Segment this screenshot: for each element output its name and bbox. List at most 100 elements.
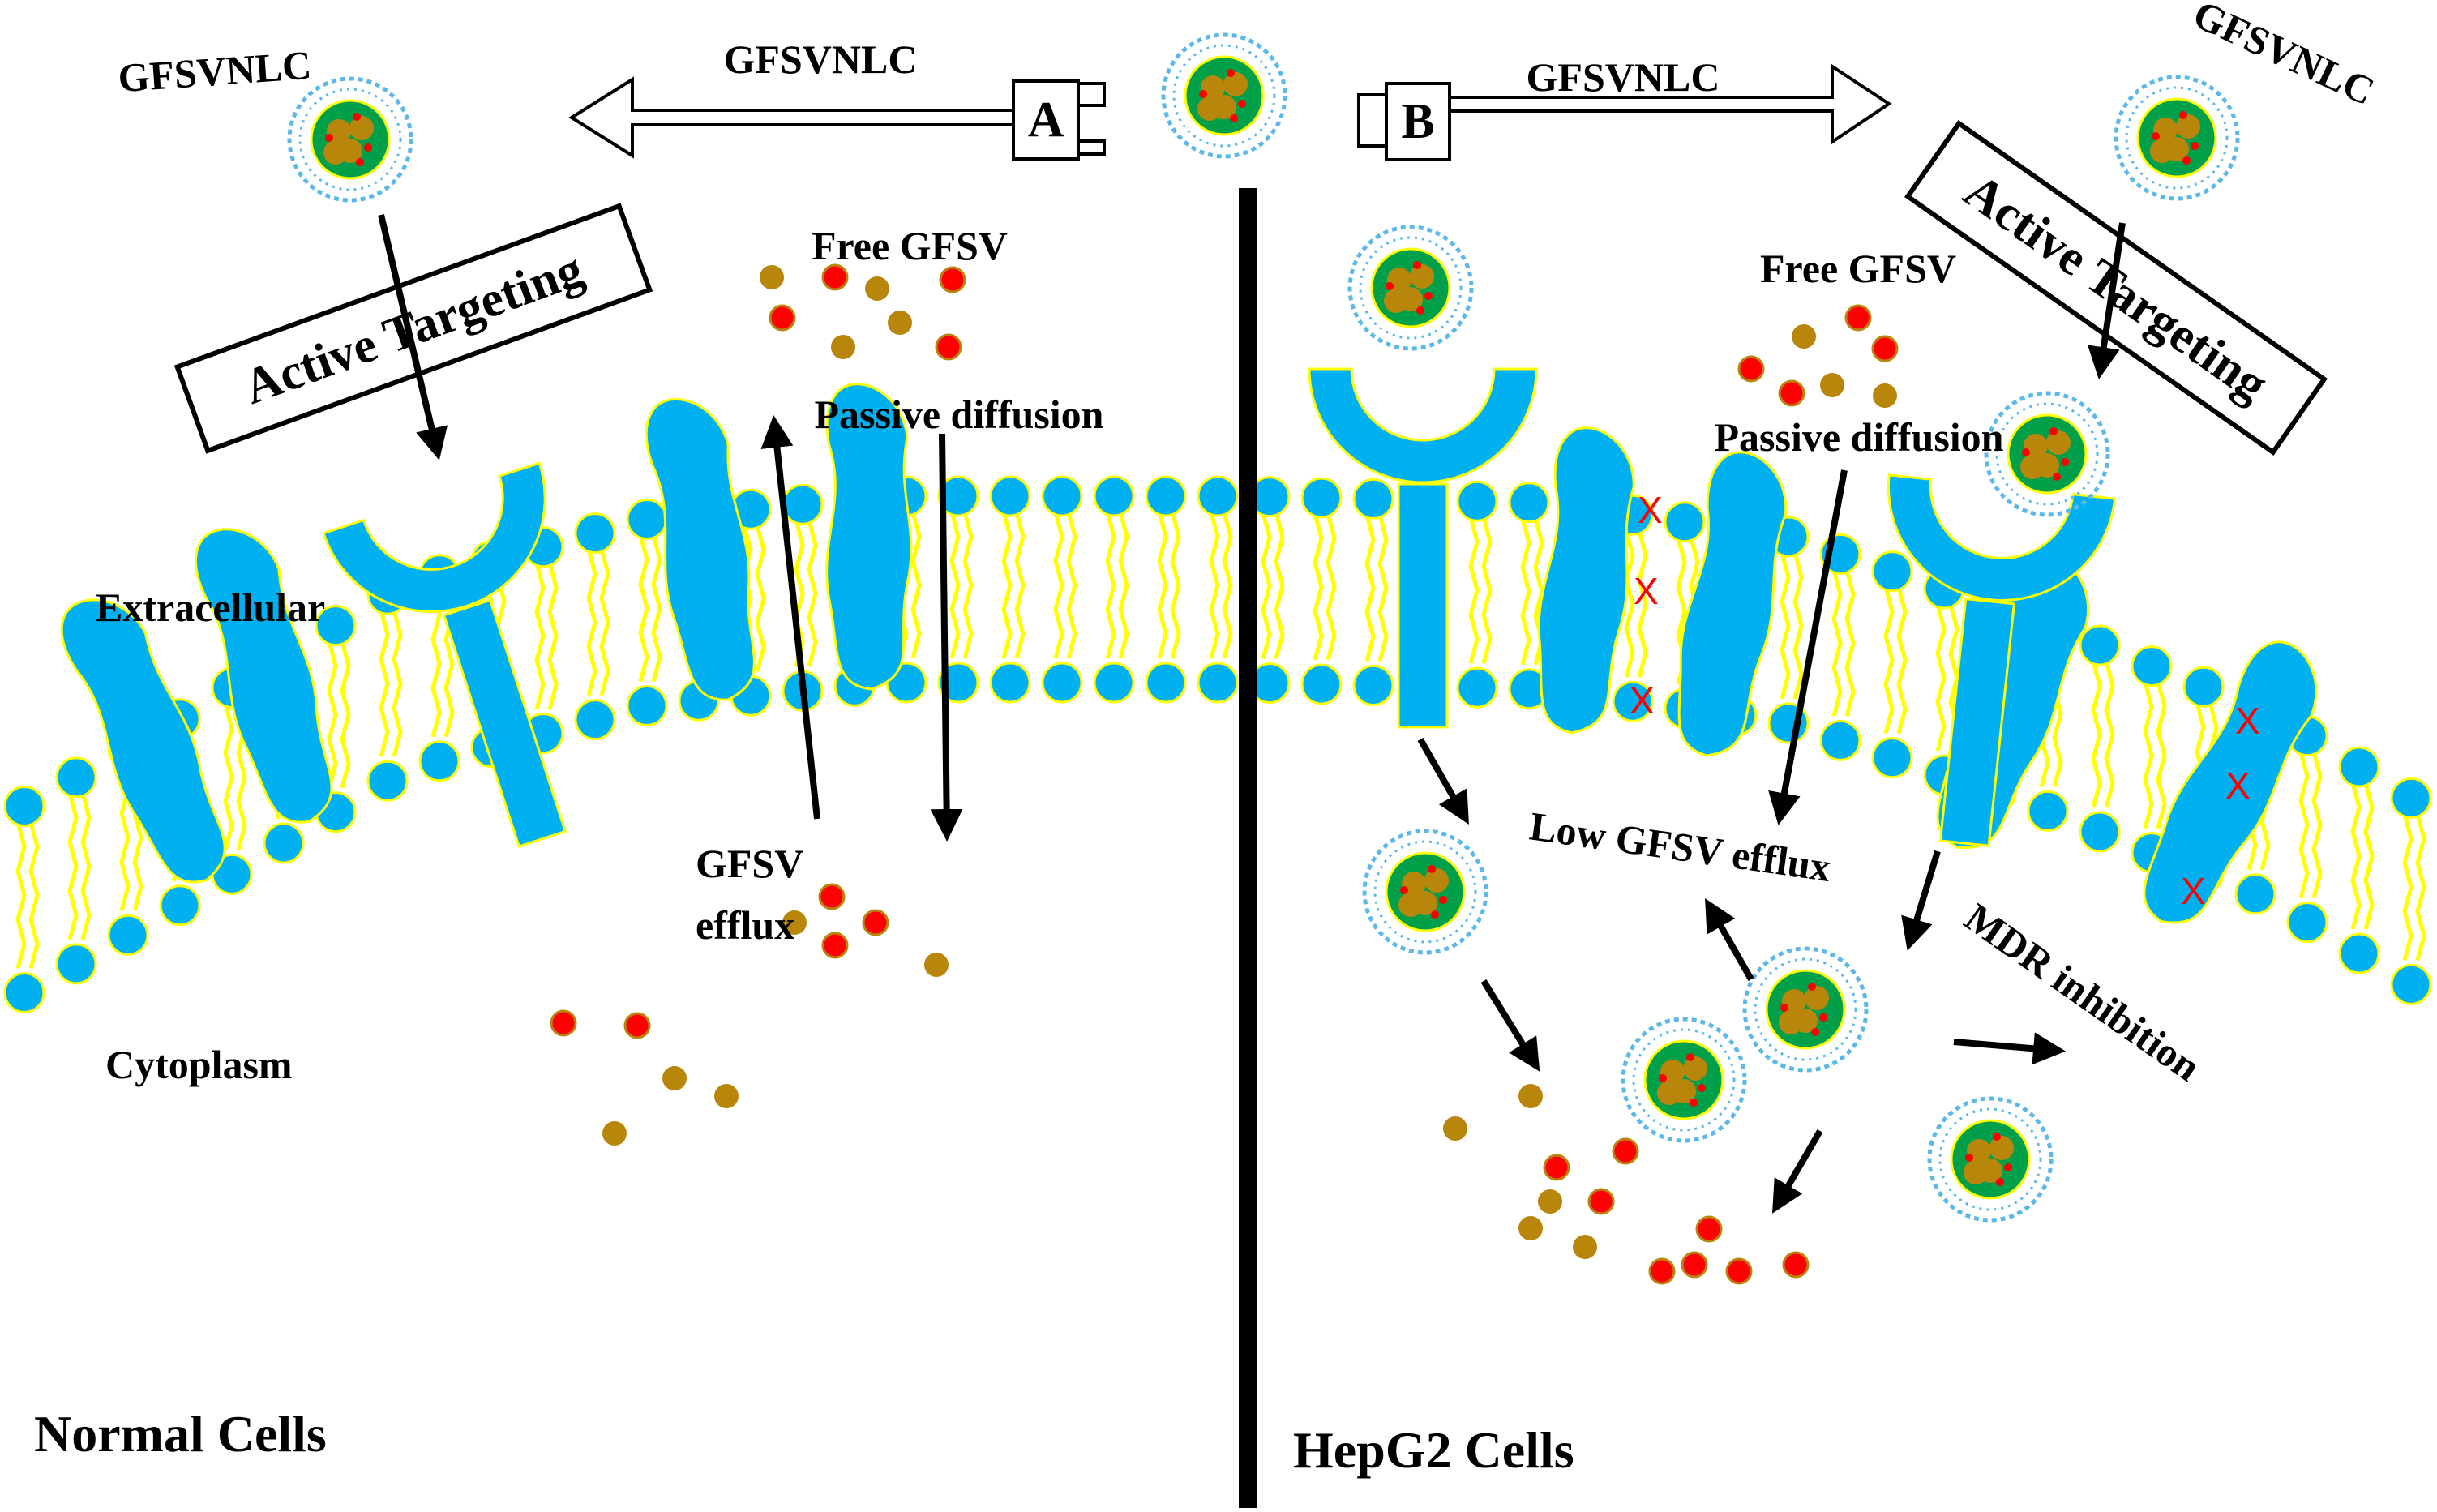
membrane-channel-protein-icon bbox=[195, 528, 333, 824]
phospholipid bbox=[1871, 550, 1913, 779]
passive-diffusion-left-label: Passive diffusion bbox=[814, 392, 1103, 437]
phospholipid bbox=[1456, 480, 1498, 709]
normal-cells-label: Normal Cells bbox=[34, 1405, 327, 1463]
panel-a-label: A bbox=[1028, 92, 1064, 148]
gfsv-drug-particle-icon bbox=[865, 276, 889, 301]
phospholipid bbox=[2286, 715, 2328, 944]
panel-a-box bbox=[1012, 79, 1080, 161]
gfsv-drug-particle-icon bbox=[939, 266, 966, 293]
gfsv-drug-particle-icon bbox=[1871, 335, 1899, 362]
gfsv-drug-particle-icon bbox=[1648, 1257, 1676, 1285]
blocked-x-mark: X bbox=[2235, 700, 2260, 742]
gfsv-drug-particle-icon bbox=[1612, 1137, 1639, 1165]
panel-b-label: B bbox=[1401, 94, 1434, 149]
membrane-channel-protein-icon bbox=[60, 598, 226, 884]
membrane-channel-protein-icon bbox=[825, 383, 913, 691]
gfsvnlc-nanoparticle-icon bbox=[1347, 225, 1474, 351]
gfsv-drug-particle-icon bbox=[662, 1066, 687, 1090]
membrane-channel-protein-icon bbox=[1537, 426, 1635, 735]
gfsv-drug-particle-icon bbox=[1778, 379, 1805, 407]
gfsvnlc-left-label: GFSVNLC bbox=[117, 42, 313, 101]
gfsv-drug-particle-icon bbox=[602, 1121, 627, 1146]
hepg2-cells-label: HepG2 Cells bbox=[1293, 1421, 1574, 1479]
active-targeting-right-label: Active Targeting bbox=[1955, 163, 2278, 413]
gfsv-drug-particle-icon bbox=[1543, 1154, 1570, 1181]
phospholipid bbox=[2131, 645, 2173, 874]
phospholipid bbox=[782, 483, 824, 712]
gfsv-drug-particle-icon bbox=[831, 335, 855, 359]
gfsv-drug-particle-icon bbox=[1820, 373, 1844, 397]
blocked-x-mark: X bbox=[1638, 489, 1663, 531]
arrow-efflux-up bbox=[760, 415, 820, 820]
gfsv-drug-particle-icon bbox=[550, 1009, 577, 1037]
membrane-channel-protein-icon bbox=[645, 398, 756, 701]
nanoparticles bbox=[287, 32, 2240, 1223]
arrow-to-mdr bbox=[1953, 1032, 2066, 1065]
efflux-label-line1: GFSV bbox=[696, 841, 803, 886]
phospholipid bbox=[626, 499, 668, 727]
phospholipid bbox=[937, 475, 979, 704]
gfsvnlc-nanoparticle-icon bbox=[1621, 1017, 1747, 1143]
arrow-low-efflux bbox=[1705, 898, 1754, 981]
gfsvnlc-nanoparticle-icon bbox=[1984, 391, 2110, 517]
gfsv-drug-particle-icon bbox=[623, 1012, 651, 1039]
gfsv-drug-particle-icon bbox=[1873, 383, 1897, 408]
gfsv-drug-particle-icon bbox=[1782, 1251, 1810, 1279]
receptors bbox=[322, 367, 2117, 848]
gfsv-drug-particle-icon bbox=[1573, 1235, 1597, 1259]
gfsvnlc-nanoparticle-icon bbox=[287, 76, 413, 203]
phospholipid bbox=[55, 756, 97, 985]
arrow-endocytosis-2 bbox=[1480, 979, 1540, 1072]
phospholipid bbox=[2338, 746, 2380, 974]
phospholipid bbox=[2390, 777, 2432, 1005]
gfsv-drug-particle-icon bbox=[1792, 324, 1816, 349]
phospholipid bbox=[1197, 475, 1239, 704]
gfsv-drug-particle-icon bbox=[1725, 1257, 1753, 1285]
efflux-label-line2: efflux bbox=[696, 902, 794, 948]
gfsvnlc-nanoparticle-icon bbox=[2114, 75, 2240, 201]
arrow-np-to-receptor-left bbox=[378, 214, 448, 460]
arrow-np-to-receptor-right bbox=[2088, 222, 2126, 379]
gfsv-drug-particle-icon bbox=[1737, 355, 1765, 383]
gfsv-drug-particle-icon bbox=[1518, 1084, 1543, 1108]
active-targeting-right: Active Targeting bbox=[1904, 120, 2328, 456]
extracellular-label: Extracellular bbox=[96, 585, 325, 630]
gfsv-drug-particle-icon bbox=[1587, 1188, 1615, 1215]
gfsv-drug-particle-icon bbox=[818, 883, 846, 910]
active-targeting-left: Active Targeting bbox=[173, 203, 653, 454]
free-gfsv-right-label: Free GFSV bbox=[1760, 246, 1956, 291]
gfsvnlc-nanoparticle-icon bbox=[1362, 829, 1488, 955]
gfsv-drug-particle-icon bbox=[862, 909, 889, 936]
cytoplasm-label: Cytoplasm bbox=[105, 1042, 293, 1087]
arrow-left-panel-a: A bbox=[568, 76, 1106, 161]
arrow-release-drug bbox=[1771, 1129, 1823, 1214]
blocked-x-mark: X bbox=[1634, 570, 1659, 612]
y-shaped-receptor-icon bbox=[322, 461, 567, 848]
gfsv-drug-particle-icon bbox=[888, 311, 912, 335]
gfsv-drug-particle-icon bbox=[821, 263, 849, 291]
phospholipid bbox=[989, 475, 1031, 704]
blocked-x-mark: X bbox=[2225, 765, 2251, 807]
low-efflux-label: Low GFSV efflux bbox=[1527, 803, 1833, 890]
gfsv-drug-particle-icon bbox=[714, 1084, 739, 1108]
gfsvnlc-right-label: GFSVNLC bbox=[2186, 0, 2381, 114]
gfsv-drug-particle-icon bbox=[935, 333, 962, 361]
arrow-left-label: GFSVNLC bbox=[724, 36, 918, 82]
panel-b-box bbox=[1385, 82, 1451, 161]
gfsv-drug-particle-icon bbox=[782, 910, 807, 935]
phospholipid bbox=[1508, 482, 1550, 710]
gfsv-drug-particle-icon bbox=[1844, 304, 1872, 332]
arrow-passive-down-left bbox=[930, 433, 963, 842]
phospholipid bbox=[1145, 475, 1187, 704]
gfsv-drug-particle-icon bbox=[769, 304, 796, 332]
y-shaped-receptor-icon bbox=[1308, 367, 1538, 729]
gfsvnlc-nanoparticle-icon bbox=[1742, 946, 1869, 1073]
gfsv-drug-particle-icon bbox=[821, 932, 849, 959]
arrow-right-panel-b: B bbox=[1357, 63, 1892, 161]
arrow-receptor-down-right bbox=[1901, 850, 1941, 951]
blocked-x-mark: X bbox=[1630, 679, 1655, 722]
gfsv-drug-particle-icon bbox=[1538, 1189, 1562, 1214]
phospholipid bbox=[1093, 475, 1135, 704]
